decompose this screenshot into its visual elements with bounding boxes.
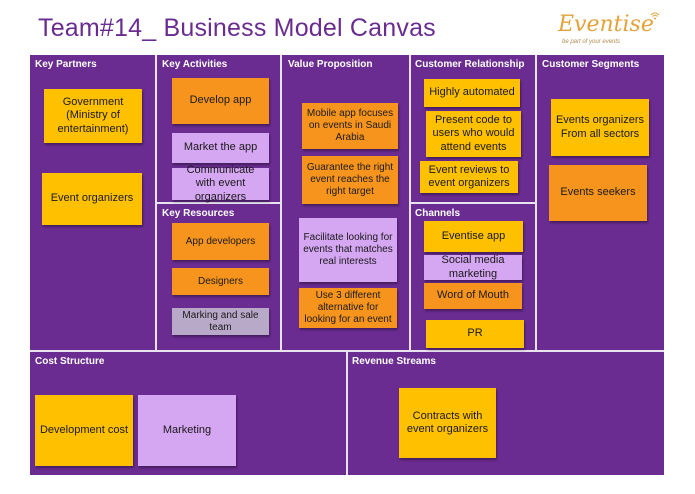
section-customer-relationship: Customer Relationship [415,59,525,70]
section-value-proposition: Value Proposition [288,59,373,70]
section-key-resources: Key Resources [162,208,235,219]
sticky-note-facilitate: Facilitate looking for events that match… [299,218,397,282]
sticky-note-communicate: Communicate with event organizers [172,164,269,203]
section-key-partners: Key Partners [35,59,97,70]
sticky-note-marketing: Marketing [138,395,236,466]
sticky-note-eventise-app: Eventise app [424,221,523,252]
divider [535,55,537,350]
sticky-note-present-code: Present code to users who would attend e… [426,111,521,157]
sticky-note-guarantee: Guarantee the right event reaches the ri… [302,156,398,204]
sticky-note-event-organizers: Event organizers [42,173,142,225]
divider [156,202,280,204]
page-title: Team#14_ Business Model Canvas [38,14,436,42]
sticky-note-develop-app: Develop app [172,78,269,124]
logo-wordmark: Eventise [558,12,654,37]
section-channels: Channels [415,208,461,219]
divider [280,55,282,350]
sticky-note-mobile-app: Mobile app focuses on events in Saudi Ar… [302,103,398,149]
sticky-note-word-of-mouth: Word of Mouth [424,283,522,309]
sticky-note-pr: PR [426,320,524,348]
sticky-note-event-reviews: Event reviews to event organizers [420,161,518,193]
divider [410,202,535,204]
sticky-note-development-cost: Development cost [35,395,133,466]
sticky-note-alternatives: Use 3 different alternative for looking … [299,288,397,328]
sticky-note-contracts: Contracts with event organizers [399,388,496,458]
section-cost-structure: Cost Structure [35,356,105,367]
sticky-note-events-organizers: Events organizers From all sectors [551,99,649,156]
sticky-note-app-developers: App developers [172,223,269,260]
wifi-icon [650,12,660,20]
divider [346,351,348,475]
sticky-note-social-media: Social media marketing [424,254,522,280]
sticky-note-market-app: Market the app [172,133,269,163]
section-key-activities: Key Activities [162,59,228,70]
sticky-note-events-seekers: Events seekers [549,165,647,221]
sticky-note-highly-automated: Highly automated [424,79,520,107]
sticky-note-government: Government (Ministry of entertainment) [44,89,142,143]
sticky-note-marking-sale-team: Marking and sale team [172,308,269,335]
sticky-note-designers: Designers [172,268,269,295]
business-model-canvas: Key Partners Key Activities Key Resource… [30,55,664,475]
section-customer-segments: Customer Segments [542,59,640,70]
section-revenue-streams: Revenue Streams [352,356,436,367]
eventise-logo: Eventise be part of your events [552,8,662,48]
logo-tagline: be part of your events [562,39,621,45]
